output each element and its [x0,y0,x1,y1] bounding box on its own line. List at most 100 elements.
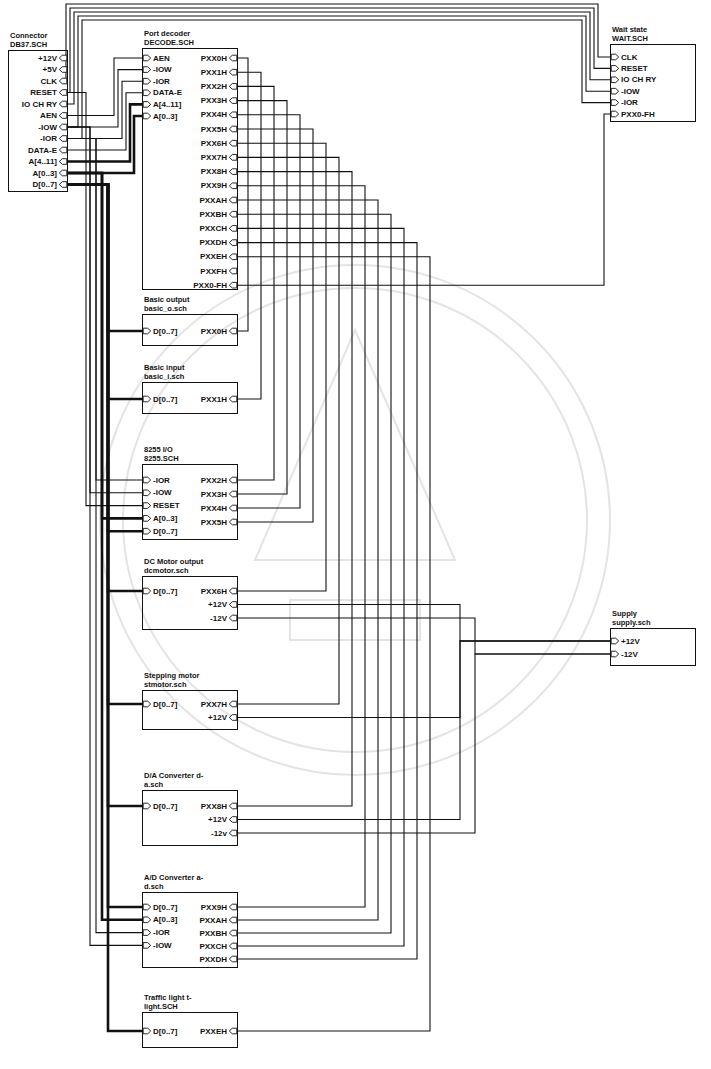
pin-name: PXXBH [199,929,227,938]
port-symbol [59,170,67,176]
bus-wire [68,185,142,807]
pin-name: D[0..7] [153,327,177,336]
port-symbol [229,254,237,260]
port-symbol [229,615,237,621]
bus-wire [68,185,142,592]
pin-name: D[0..7] [153,802,177,811]
port-symbol [143,328,151,334]
signal-wire [238,200,378,920]
signal-wire [68,139,142,481]
schematic-block: Port decoder DECODE.SCHAEN-IOW-IORDATA-E… [142,48,238,290]
signal-wire [238,157,339,704]
pin-name: D[0..7] [153,527,177,536]
bus-wire [68,185,142,332]
port-symbol [611,77,619,83]
block-title: A/D Converter a-d.sch [144,874,206,891]
block-title: Basic input basic_i.sch [144,364,204,381]
pin-name: IO CH RY [621,75,656,84]
pin-name: PXX0H [201,327,227,336]
port-symbol [59,101,67,107]
port-symbol [611,638,619,644]
port-symbol [143,904,151,910]
port-symbol [143,78,151,84]
pin-name: RESET [153,501,180,510]
pin-name: -12V [621,650,638,659]
pin-name: PXX3H [201,490,227,499]
pin-name: +12V [621,637,640,646]
signal-wire [238,101,287,494]
watermark-seal [100,265,610,775]
schematic-block: Wait state WAIT.SCHCLKRESETIO CH RY-IOW-… [610,44,696,122]
port-symbol [229,943,237,949]
signal-wire [238,86,274,480]
block-title: Traffic light t-light.SCH [144,994,200,1011]
port-symbol [611,100,619,106]
pin-name: +12V [208,600,227,609]
bus-wire [68,185,142,532]
signal-wire [238,115,300,508]
pin-name: A[4..11] [153,100,181,109]
port-symbol [229,282,237,288]
pin-name: PXX9H [201,903,227,912]
pin-name: PXXEH [200,252,227,261]
block-title: Wait state WAIT.SCH [612,26,672,43]
pin-name: D[0..7] [153,395,177,404]
pin-name: AEN [40,111,57,120]
bus-wire [68,173,142,518]
port-symbol [59,78,67,84]
block-title: Connector DB37.SCH [10,32,60,49]
port-symbol [229,830,237,836]
port-symbol [229,211,237,217]
pin-name: A[4..11] [29,157,57,166]
port-symbol [229,1028,237,1034]
pin-name: +12V [38,54,57,63]
pin-name: -12v [211,829,227,838]
port-symbol [143,396,151,402]
port-symbol [229,226,237,232]
pin-name: PXXAH [199,196,227,205]
block-title: DC Motor output dcmotor.sch [144,558,216,575]
signal-wire [238,228,404,946]
pin-name: CLK [621,53,637,62]
signal-wire [238,641,610,820]
port-symbol [229,140,237,146]
port-symbol [229,930,237,936]
pin-name: PXX6H [201,587,227,596]
port-symbol [143,490,151,496]
block-title: Stepping motor stmotor.sch [144,672,210,689]
port-symbol [229,396,237,402]
signal-wire [238,641,610,718]
pin-name: D[0..7] [153,903,177,912]
bus-wire [68,116,142,173]
pin-name: -IOW [153,488,172,497]
schematic-block: Basic input basic_i.schD[0..7]PXX1H [142,382,238,414]
block-title: 8255 I/O 8255.SCH [144,446,186,463]
port-symbol [611,651,619,657]
pin-name: D[0..7] [33,180,57,189]
port-symbol [229,803,237,809]
pin-name: PXX5H [201,518,227,527]
pin-name: -IOW [153,941,172,950]
port-symbol [143,90,151,96]
pin-name: PXXCH [199,224,227,233]
pin-name: A[0..3] [153,915,177,924]
port-symbol [229,112,237,118]
pin-name: -IOR [153,928,170,937]
pin-name: PXX8H [201,802,227,811]
pin-name: PXX2H [201,82,227,91]
signal-wire [68,16,610,127]
port-symbol [59,90,67,96]
pin-name: PXX1H [201,68,227,77]
port-symbol [229,84,237,90]
pin-name: PXX8H [201,167,227,176]
pin-name: PXX6H [201,139,227,148]
pin-name: PXXEH [200,1027,227,1036]
pin-name: -IOW [38,123,57,132]
port-symbol [229,328,237,334]
port-symbol [143,917,151,923]
signal-wire [238,214,391,933]
pin-name: -IOR [621,98,638,107]
pin-name: PXX3H [201,96,227,105]
port-symbol [143,503,151,509]
port-symbol [143,102,151,108]
